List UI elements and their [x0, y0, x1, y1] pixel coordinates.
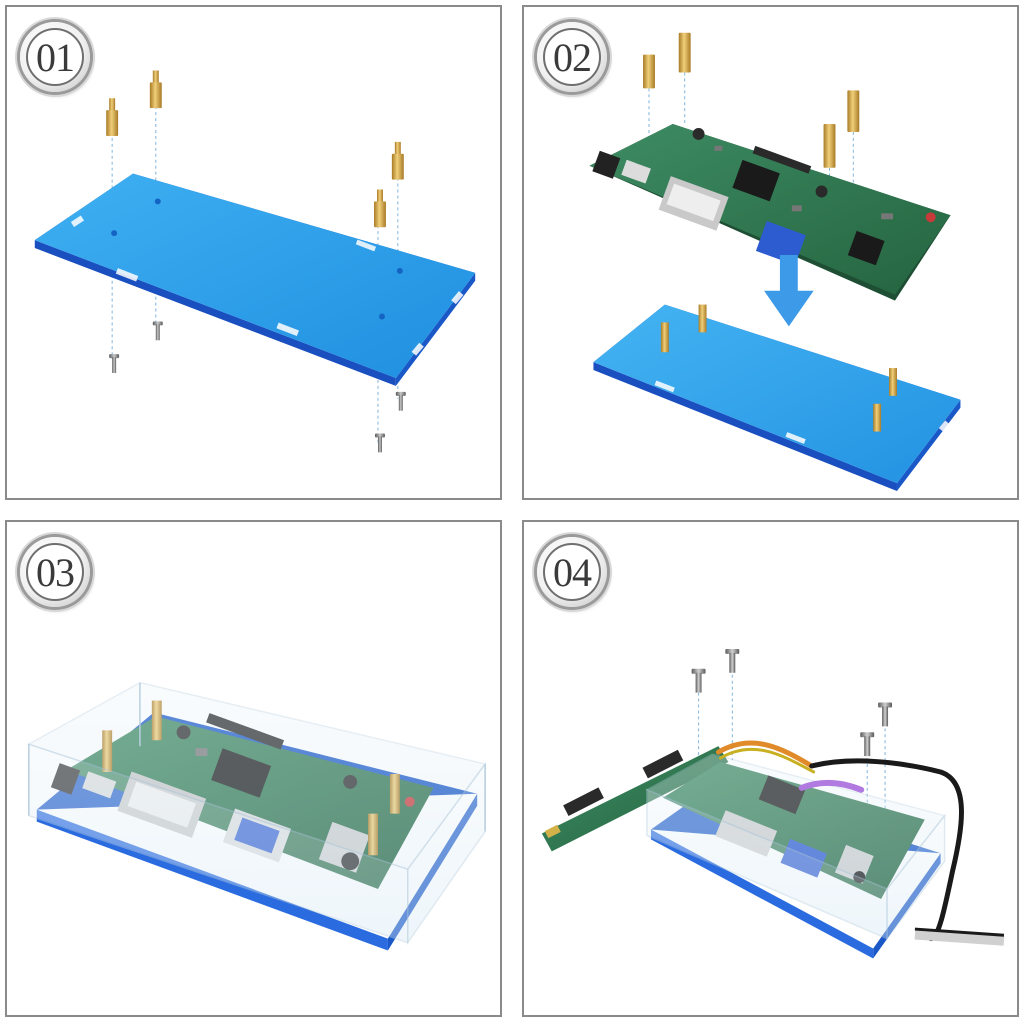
step-number-1: 01 [36, 34, 75, 80]
controller-board [589, 124, 951, 301]
acrylic-base-plate [34, 173, 476, 386]
step-number-4: 04 [553, 549, 592, 595]
standoff-icon [106, 70, 404, 228]
ribbon-cable [715, 740, 964, 942]
base-plate-scene [34, 70, 476, 453]
final-assembly-scene [541, 648, 1005, 959]
acrylic-base-plate [593, 304, 961, 492]
step-panel-1: 01 [5, 5, 502, 500]
standoff-icon [660, 304, 897, 432]
screw-icon [109, 321, 406, 453]
lvds-connector [914, 927, 1005, 946]
enclosure-scene [26, 681, 487, 951]
step-badge-3: 03 [20, 537, 90, 607]
step-number-3: 03 [36, 549, 75, 595]
step-panel-3: 03 [5, 520, 502, 1017]
step-number-2: 02 [553, 34, 592, 80]
standoff-icon [643, 32, 860, 168]
step-panel-2: 02 [522, 5, 1019, 500]
step-badge-1: 01 [20, 22, 90, 92]
clear-acrylic-case [645, 753, 946, 941]
screw-icon [691, 648, 893, 757]
clear-acrylic-case [26, 681, 487, 945]
down-arrow-icon [764, 254, 814, 327]
step-badge-4: 04 [537, 537, 607, 607]
step-badge-2: 02 [537, 22, 607, 92]
step-panel-4: 04 [522, 520, 1019, 1017]
board-mount-scene [589, 32, 961, 492]
